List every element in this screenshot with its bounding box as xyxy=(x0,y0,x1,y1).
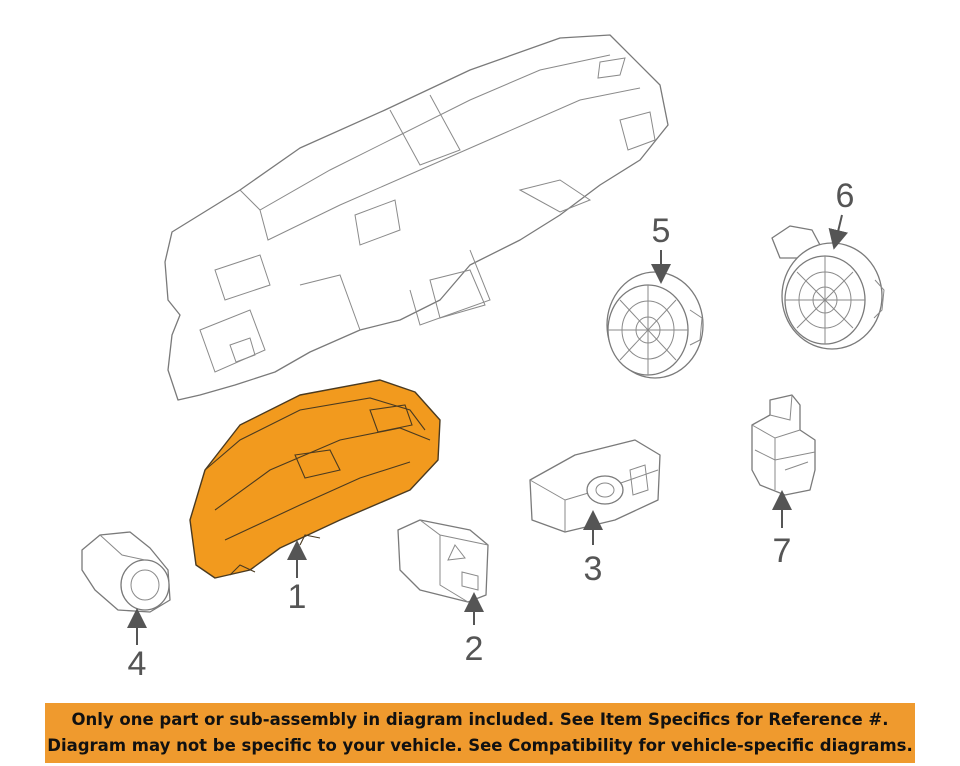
callout-4: 4 xyxy=(128,645,147,683)
arrow-6 xyxy=(828,214,849,250)
callout-3: 3 xyxy=(584,550,603,588)
speaker-5-drawing xyxy=(606,271,704,379)
callout-1: 1 xyxy=(288,578,307,616)
callout-7: 7 xyxy=(773,532,792,570)
callout-5: 5 xyxy=(652,212,671,250)
start-switch-drawing xyxy=(81,531,171,613)
callout-2: 2 xyxy=(465,630,484,668)
disclaimer-banner: Only one part or sub-assembly in diagram… xyxy=(45,703,915,763)
disclaimer-line-1: Only one part or sub-assembly in diagram… xyxy=(71,710,889,729)
parts-diagram: 1 2 3 4 5 6 7 xyxy=(81,34,885,683)
switch-7-drawing xyxy=(751,394,816,496)
callout-6: 6 xyxy=(836,177,855,215)
callout-arrows xyxy=(127,214,849,645)
hazard-switch-drawing xyxy=(397,519,489,603)
disclaimer-line-2: Diagram may not be specific to your vehi… xyxy=(47,736,913,755)
instrument-cluster-highlighted xyxy=(189,379,441,579)
speaker-6-drawing xyxy=(771,225,885,350)
headlamp-switch-drawing xyxy=(529,439,661,533)
dashboard-panel-drawing xyxy=(164,34,669,401)
